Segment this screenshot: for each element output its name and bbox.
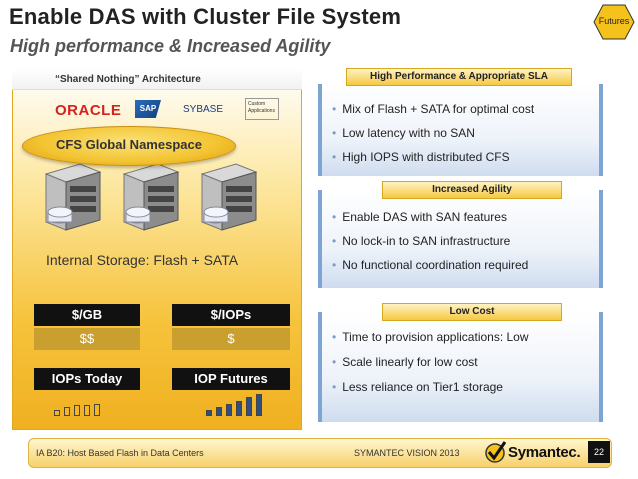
futures-badge: Futures: [593, 4, 635, 40]
custom-line2: Applications: [248, 108, 275, 114]
cost-per-gb-header: $/GB: [34, 304, 140, 326]
iop-futures-header: IOP Futures: [172, 368, 290, 390]
bullet-dot-icon: •: [332, 150, 337, 164]
level-bar: [84, 405, 90, 416]
bullet-dot-icon: •: [332, 102, 337, 116]
section-agility-panel: [318, 190, 603, 288]
application-logos: ORACLE SAP SYBASE Custom Applications: [55, 98, 283, 124]
section-cost-panel: [318, 312, 603, 422]
performance-bullet-2: •Low latency with no SAN: [332, 126, 475, 140]
level-bar: [54, 410, 60, 416]
page-number: 22: [588, 441, 610, 463]
section-agility-header: Increased Agility: [382, 181, 562, 199]
performance-bullet-3: •High IOPS with distributed CFS: [332, 150, 510, 164]
hexagon-icon: [593, 4, 635, 40]
bullet-dot-icon: •: [332, 258, 337, 272]
level-bar: [216, 407, 222, 416]
level-bar: [206, 410, 212, 416]
cfs-namespace-label: CFS Global Namespace: [56, 137, 202, 152]
bullet-dot-icon: •: [332, 380, 337, 394]
level-bar: [246, 397, 252, 416]
agility-bullet-2: •No lock-in to SAN infrastructure: [332, 234, 511, 248]
architecture-label: “Shared Nothing” Architecture: [55, 74, 201, 85]
iops-today-header: IOPs Today: [34, 368, 140, 390]
level-bar: [236, 401, 242, 416]
footer-bar: [28, 438, 612, 468]
bullet-dot-icon: •: [332, 330, 337, 344]
custom-applications-logo: Custom Applications: [245, 98, 279, 120]
level-bar: [64, 407, 70, 416]
bullet-dot-icon: •: [332, 126, 337, 140]
cost-per-gb-value: $$: [34, 328, 140, 350]
bullet-dot-icon: •: [332, 234, 337, 248]
iop-futures-bars: [206, 392, 276, 416]
footer-session-label: IA B20: Host Based Flash in Data Centers: [36, 448, 204, 458]
footer-event-label: SYMANTEC VISION 2013: [354, 448, 460, 458]
cfs-namespace-oval: [22, 126, 236, 166]
level-bar: [256, 394, 262, 416]
server-3-icon: [196, 160, 262, 232]
cost-per-iop-header: $/IOPs: [172, 304, 290, 326]
level-bar: [94, 404, 100, 416]
cost-bullet-1: •Time to provision applications: Low: [332, 330, 529, 344]
server-2-icon: [118, 160, 184, 232]
bullet-dot-icon: •: [332, 355, 337, 369]
agility-bullet-1: •Enable DAS with SAN features: [332, 210, 507, 224]
symantec-logo: Symantec.: [484, 440, 581, 466]
level-bar: [74, 405, 80, 416]
sap-logo: SAP: [135, 100, 161, 118]
slide-subtitle: High performance & Increased Agility: [10, 36, 331, 56]
bullet-dot-icon: •: [332, 210, 337, 224]
cost-per-iop-value: $: [172, 328, 290, 350]
section-performance-panel: [318, 84, 603, 176]
section-cost-header: Low Cost: [382, 303, 562, 321]
checkmark-icon: [485, 441, 506, 463]
custom-line1: Custom: [248, 101, 266, 107]
futures-badge-label: Futures: [598, 16, 630, 26]
symantec-wordmark: Symantec.: [508, 444, 581, 461]
slide-title: Enable DAS with Cluster File System: [9, 4, 402, 29]
level-bar: [226, 404, 232, 416]
oracle-logo: ORACLE: [55, 102, 122, 119]
section-performance-header: High Performance & Appropriate SLA: [346, 68, 572, 86]
performance-bullet-1: •Mix of Flash + SATA for optimal cost: [332, 102, 535, 116]
internal-storage-label: Internal Storage: Flash + SATA: [46, 252, 239, 268]
architecture-header-bar: [12, 68, 302, 90]
cost-bullet-2: •Scale linearly for low cost: [332, 355, 478, 369]
sybase-logo: SYBASE: [183, 104, 224, 115]
server-1-icon: [40, 160, 106, 232]
cost-bullet-3: •Less reliance on Tier1 storage: [332, 380, 503, 394]
iops-today-bars: [54, 392, 114, 416]
agility-bullet-3: •No functional coordination required: [332, 258, 529, 272]
